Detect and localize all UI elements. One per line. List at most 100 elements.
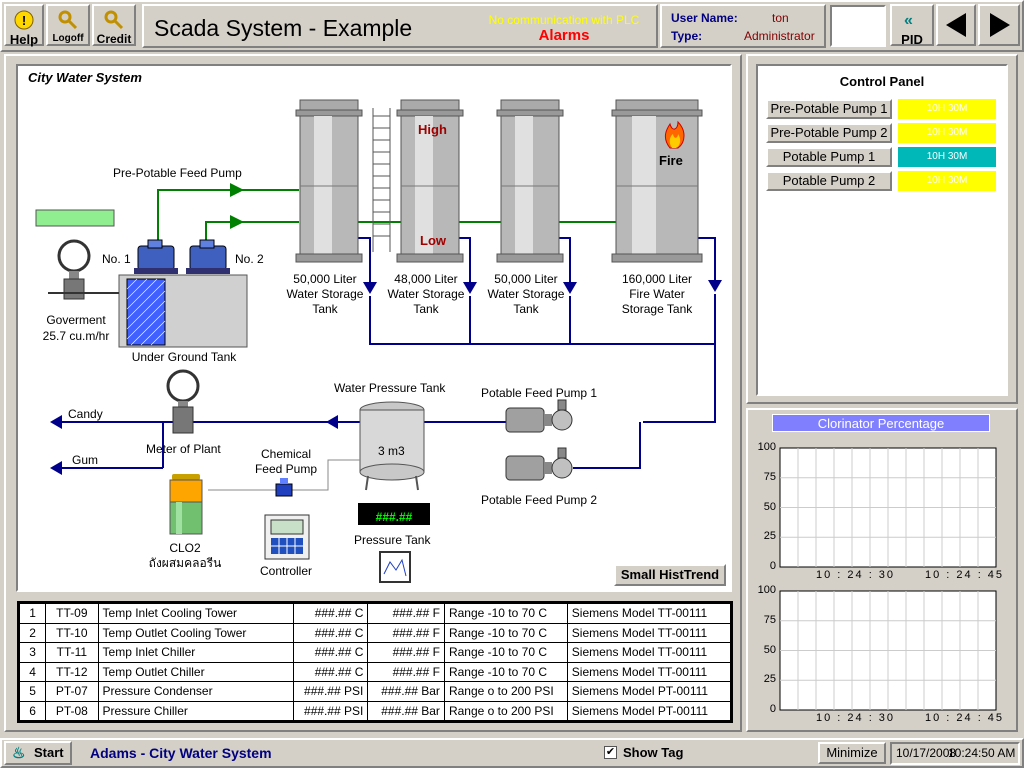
trend-chart-1 xyxy=(779,447,997,568)
trend-x-tick: 10 : 24 : 45 xyxy=(925,569,1005,581)
start-button[interactable]: ♨ Start xyxy=(4,741,72,765)
flow-arrow-icon xyxy=(230,183,244,197)
prev-page-button[interactable] xyxy=(936,4,976,46)
triangle-right-icon xyxy=(990,13,1010,37)
status-indicator-green xyxy=(35,209,115,227)
minimize-button[interactable]: Minimize xyxy=(818,742,886,764)
flow-arrows xyxy=(50,280,722,475)
app-title: Scada System - Example xyxy=(154,15,413,41)
credit-button[interactable]: Credit xyxy=(92,4,136,46)
trend-charts xyxy=(779,447,997,711)
alarms-link[interactable]: Alarms xyxy=(538,27,590,44)
tag-id: TT-12 xyxy=(45,661,99,682)
tag-id: PT-08 xyxy=(45,700,99,721)
tank-hatch xyxy=(126,278,166,346)
underground-tank-fill xyxy=(126,278,166,346)
logoff-button[interactable]: Logoff xyxy=(46,4,90,46)
tag-model: Siemens Model PT-00111 xyxy=(566,700,732,721)
tag-model: Siemens Model TT-00111 xyxy=(566,642,732,663)
person-icon: ♨ xyxy=(12,745,26,762)
value-secondary: ###.## F xyxy=(367,661,445,682)
value-secondary: ###.## F xyxy=(367,603,445,624)
potable-feed-pump-1-label: Potable Feed Pump 1 xyxy=(481,386,598,400)
value-secondary: ###.## Bar xyxy=(367,681,445,702)
next-page-button[interactable] xyxy=(978,4,1020,46)
plant-meter-icon xyxy=(166,369,200,434)
underground-tank-label: Under Ground Tank xyxy=(131,350,237,364)
potable-feed-pump-2-label: Potable Feed Pump 2 xyxy=(481,493,598,507)
triangle-left-icon xyxy=(946,13,966,37)
storage-tank xyxy=(496,99,564,263)
pump-button[interactable]: Pre-Potable Pump 1 xyxy=(766,99,892,119)
trend-y-tick: 25 xyxy=(763,673,776,686)
pump-button[interactable]: Potable Pump 2 xyxy=(766,171,892,191)
pre-potable-pump-1-icon xyxy=(134,239,178,274)
title-panel: Scada System - Example No communication … xyxy=(142,4,658,48)
tag-range: Range o to 200 PSI xyxy=(443,700,568,721)
controller-label: Controller xyxy=(260,564,313,578)
type-value: Administrator xyxy=(744,29,815,43)
tag-model: Siemens Model TT-00111 xyxy=(566,622,732,643)
potable-feed-pump-1-icon xyxy=(505,399,573,433)
goverment-label: Goverment xyxy=(46,313,106,327)
trend-y-tick: 50 xyxy=(763,500,776,513)
tag-description: Temp Inlet Chiller xyxy=(97,642,294,663)
clo2-tank-icon xyxy=(169,474,203,535)
trend-y-tick: 100 xyxy=(757,584,776,596)
pump-button[interactable]: Pre-Potable Pump 2 xyxy=(766,123,892,143)
user-name-label: User Name: xyxy=(671,11,738,25)
tag-description: Pressure Chiller xyxy=(97,700,294,721)
blank-indicator xyxy=(830,5,886,47)
fire-water-tank xyxy=(611,99,703,263)
tag-model: Siemens Model PT-00111 xyxy=(566,681,732,702)
value-secondary: ###.## F xyxy=(367,642,445,663)
candy-label: Candy xyxy=(68,407,103,421)
blue-outlet-pipes xyxy=(56,237,716,469)
trend-x-tick: 10 : 24 : 30 xyxy=(816,712,896,724)
small-histtrend-button[interactable]: Small HistTrend xyxy=(614,564,726,586)
pressure-display-value: ###.## xyxy=(375,510,413,524)
row-number: 1 xyxy=(18,603,47,624)
pump-button[interactable]: Potable Pump 1 xyxy=(766,147,892,167)
flow-arrow-icon xyxy=(230,215,244,229)
trend-y-tick: 50 xyxy=(763,643,776,656)
trend-y-tick: 25 xyxy=(763,530,776,543)
row-number: 4 xyxy=(18,661,47,682)
logoff-label: Logoff xyxy=(52,33,84,44)
trend-x-tick: 10 : 24 : 30 xyxy=(816,569,896,581)
user-panel: User Name: ton Type: Administrator xyxy=(660,4,826,48)
fire-label: Fire xyxy=(659,153,683,168)
tag-range: Range -10 to 70 C xyxy=(443,661,568,682)
type-label: Type: xyxy=(671,29,703,43)
show-tag-label: Show Tag xyxy=(623,745,684,760)
help-button[interactable]: ! Help xyxy=(4,4,44,47)
tag-model: Siemens Model TT-00111 xyxy=(566,603,732,624)
tag-id: TT-11 xyxy=(45,642,99,663)
row-number: 2 xyxy=(18,622,47,643)
flow-rate-value: 25.7 cu.m/hr xyxy=(42,329,110,343)
show-tag-checkbox[interactable]: ✔ xyxy=(604,746,617,759)
pid-label: PID xyxy=(901,32,923,47)
tag-description: Temp Inlet Cooling Tower xyxy=(97,603,294,624)
date-value: 10/17/2008 xyxy=(896,746,957,760)
storage-tank xyxy=(396,99,464,263)
control-panel: Control Panel xyxy=(756,64,1008,396)
user-name-value: ton xyxy=(772,11,789,25)
value-primary: ###.## PSI xyxy=(292,681,369,702)
trend-title: Clorinator Percentage xyxy=(772,414,990,432)
credit-label: Credit xyxy=(96,32,132,46)
potable-feed-pump-2-icon xyxy=(505,447,573,481)
pid-button[interactable]: « PID xyxy=(890,4,934,47)
